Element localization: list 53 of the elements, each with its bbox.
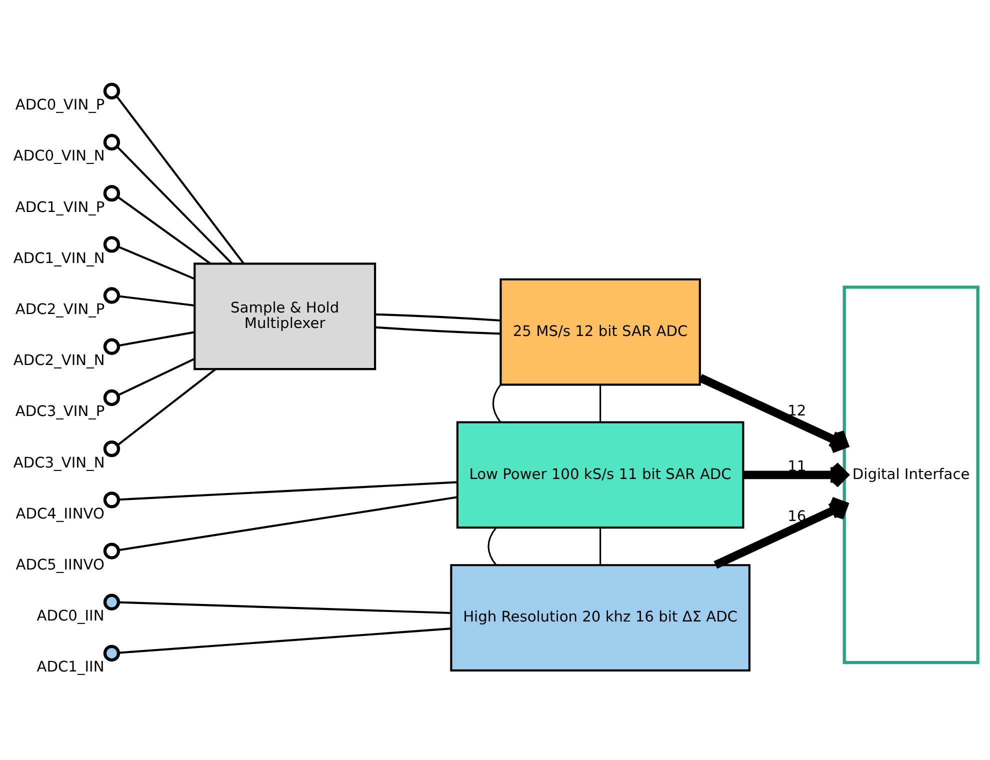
node-label: ADC4_IINVO	[15, 505, 104, 522]
connector	[115, 96, 244, 264]
connector	[487, 527, 496, 566]
connector	[118, 496, 458, 552]
connector	[118, 331, 194, 347]
node-circle	[102, 338, 120, 355]
edge-label: 11	[787, 458, 806, 475]
node-label: ADC1_VIN_N	[12, 250, 104, 267]
node-circle	[102, 440, 120, 458]
node-circle	[102, 542, 120, 560]
node-label: ADC2_VIN_N	[12, 352, 104, 370]
node-label: ADC5_IINVO	[15, 556, 104, 574]
connector	[116, 146, 232, 264]
node-box: Digital Interface	[842, 286, 979, 664]
edge-label: 12	[787, 402, 806, 420]
node-circle	[102, 184, 120, 202]
arrow	[743, 461, 848, 488]
node-label: ADC1_IIN	[36, 658, 104, 676]
node-label: ADC1_VIN_P	[14, 198, 104, 216]
connector	[374, 326, 500, 335]
connector	[118, 481, 457, 501]
node-circle	[102, 389, 120, 406]
connector	[374, 313, 500, 322]
node-label: ADC3_VIN_N	[12, 454, 104, 472]
connector	[118, 601, 450, 614]
node-box: 25 MS/s 12 bit SAR ADC	[499, 278, 700, 386]
node-box: Sample & Hold Multiplexer	[193, 262, 376, 370]
node-circle	[102, 134, 120, 151]
node-circle	[102, 644, 120, 662]
node-circle	[102, 594, 120, 610]
connector	[116, 196, 210, 264]
node-circle	[102, 287, 120, 304]
node-circle	[102, 236, 120, 253]
node-label: ADC2_VIN_P	[14, 300, 104, 318]
arrow	[698, 374, 848, 454]
node-label: ADC3_VIN_P	[14, 403, 104, 420]
node-box: High Resolution 20 khz 16 bit ΔΣ ADC	[450, 564, 750, 672]
edge-label: 16	[787, 508, 806, 525]
arrow	[713, 496, 848, 569]
node-circle	[102, 492, 120, 508]
connector	[117, 358, 194, 396]
node-label: ADC0_VIN_N	[12, 148, 104, 165]
connector	[599, 384, 601, 422]
connector	[492, 384, 501, 423]
connector	[118, 246, 194, 280]
node-label: ADC0_VIN_P	[14, 96, 104, 114]
connector	[118, 295, 194, 307]
node-circle	[102, 82, 120, 100]
node-label: ADC0_IIN	[36, 608, 104, 625]
connector	[118, 628, 450, 654]
node-box: Low Power 100 kS/s 11 bit SAR ADC	[456, 421, 744, 529]
connector	[116, 368, 216, 446]
connector	[599, 528, 601, 566]
